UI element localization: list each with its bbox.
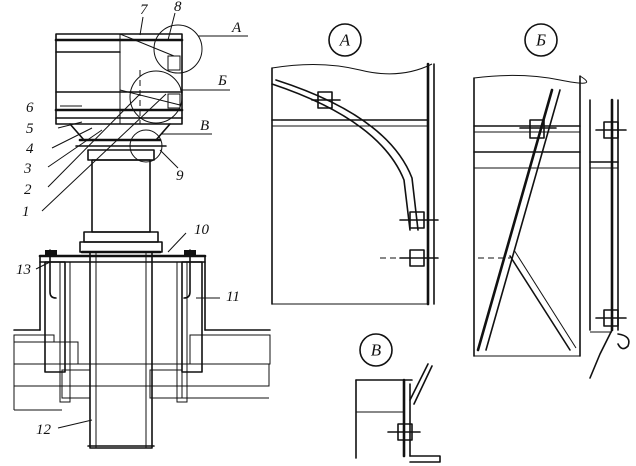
- label-7: 7: [140, 2, 149, 18]
- label-13: 13: [16, 262, 31, 278]
- curb-insulated-walls: [13, 254, 271, 403]
- callout-label-b: Б: [217, 73, 227, 89]
- detail-b-title: Б: [535, 31, 546, 50]
- anchor-bolts: [45, 249, 196, 299]
- label-11: 11: [226, 289, 240, 305]
- detail-v: В: [355, 333, 441, 463]
- callout-label-a: А: [231, 20, 242, 36]
- label-5: 5: [26, 121, 34, 137]
- detail-b-badge: [524, 23, 558, 57]
- detail-v-title: В: [371, 341, 382, 360]
- callout-label-v: В: [200, 118, 209, 134]
- detail-a-badge: [328, 23, 362, 57]
- label-10: 10: [194, 222, 210, 238]
- leader-lines: [35, 12, 220, 429]
- detail-a: А: [271, 23, 439, 306]
- callout-circle-a: [153, 24, 203, 74]
- callout-circle-b: [129, 70, 183, 124]
- detail-b-clamp: [529, 119, 545, 139]
- deflector-head: [54, 33, 184, 147]
- label-6: 6: [26, 100, 34, 116]
- detail-v-badge: [359, 333, 393, 367]
- main-assembly: 6 5 4 3 2 1 7 8 9 10 11 12 13 А Б В: [13, 0, 271, 449]
- label-8: 8: [174, 0, 182, 15]
- label-1: 1: [22, 204, 30, 220]
- pipe-12: [80, 250, 162, 449]
- upper-pipe: [79, 149, 163, 253]
- detail-a-title: А: [339, 31, 351, 50]
- detail-b: Б: [473, 23, 630, 379]
- label-2: 2: [24, 182, 32, 198]
- label-3: 3: [23, 161, 32, 177]
- callout-circle-v: [129, 129, 163, 163]
- label-9: 9: [176, 168, 184, 184]
- floor-structure: [13, 334, 271, 411]
- label-4: 4: [26, 141, 34, 157]
- label-12: 12: [36, 422, 52, 438]
